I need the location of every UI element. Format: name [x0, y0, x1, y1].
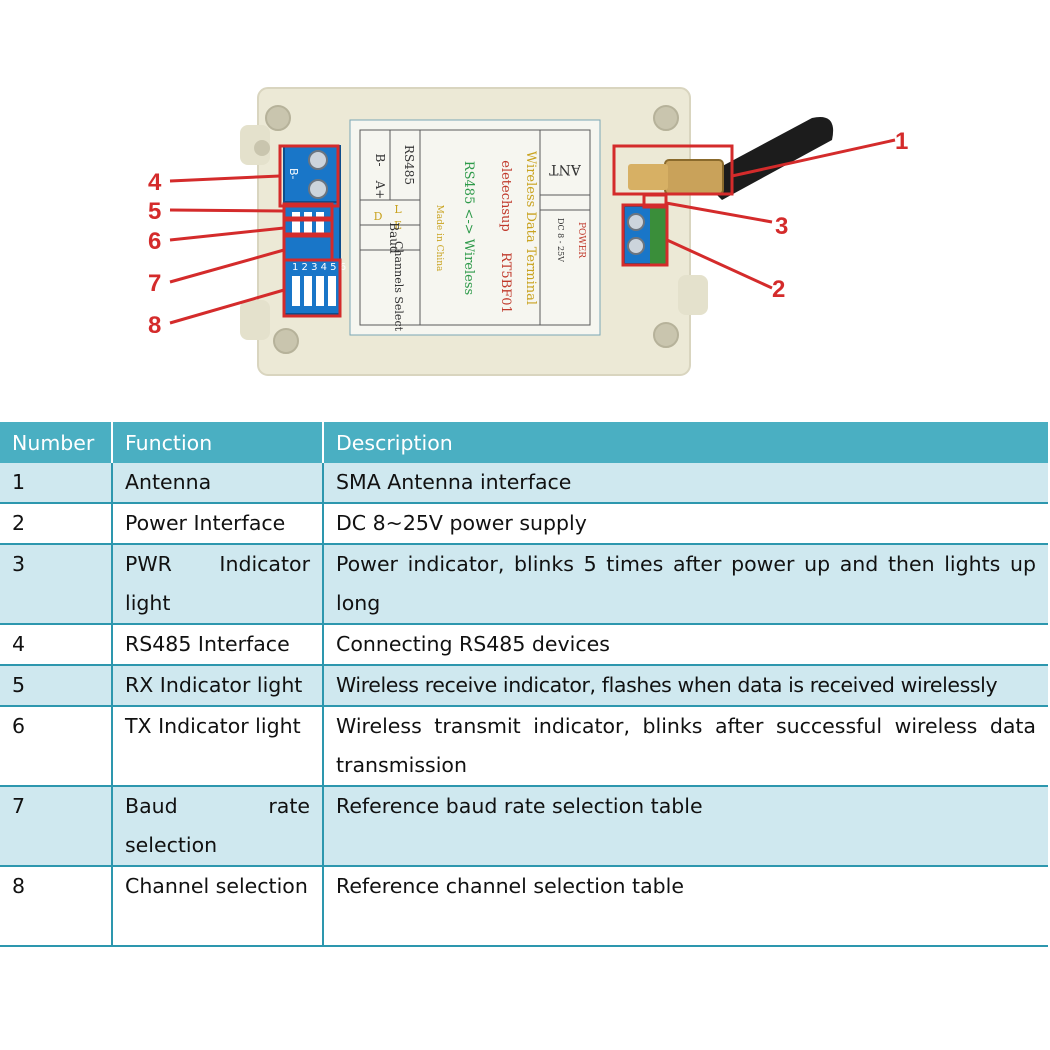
row-function: Antenna [111, 463, 323, 504]
svg-text:B-: B- [287, 168, 300, 180]
rs485-terminal-block: B- [283, 145, 341, 203]
made-in-label: Made in China [434, 205, 444, 272]
table-row: 8 Channel selection Reference channel se… [0, 866, 1048, 947]
row-function: Power Interface [111, 503, 323, 545]
baud-label: Baud [387, 222, 401, 254]
table-row: 1 Antenna SMA Antenna interface [0, 463, 1048, 504]
table-row: 2 Power Interface DC 8~25V power supply [0, 503, 1048, 545]
callout-7: 7 [148, 270, 161, 297]
model-label: RT5BF01 [498, 252, 513, 314]
brand-label: eletechsup [498, 160, 513, 231]
callout-3: 3 [775, 213, 788, 240]
row-function: TX Indicator light [111, 706, 323, 787]
wireless-terminal-label: Wireless Data Terminal [523, 151, 538, 305]
row-function: RS485 Interface [111, 624, 323, 666]
function-table: Number Function Description 1 Antenna SM… [0, 422, 1048, 947]
led-d-label: D [374, 210, 383, 223]
row-description: SMA Antenna interface [322, 463, 1048, 504]
dc-label: DC 8 - 25V [556, 218, 565, 262]
row-description: Wireless transmit indicator, blinks afte… [322, 706, 1048, 787]
row-function: RX Indicator light [111, 665, 323, 707]
power-terminal-block [623, 205, 666, 265]
callout-leaders [169, 138, 896, 325]
aplus-label: A+ [373, 180, 387, 200]
row-description: Connecting RS485 devices [322, 624, 1048, 666]
ant-label: ANT [548, 161, 581, 177]
row-number: 1 [0, 463, 112, 504]
row-number: 2 [0, 503, 112, 545]
callout-2: 2 [772, 276, 785, 303]
table-row: 5 RX Indicator light Wireless receive in… [0, 665, 1048, 707]
callout-6: 6 [148, 228, 161, 255]
row-number: 4 [0, 624, 112, 666]
callout-8: 8 [148, 312, 161, 339]
product-figure: B- 1 2 3 4 5 6 ANT RS485 B- A+ L [148, 87, 908, 376]
row-number: 7 [0, 786, 112, 867]
row-description: Wireless receive indicator, flashes when… [322, 665, 1048, 707]
row-number: 3 [0, 544, 112, 625]
row-number: 5 [0, 665, 112, 707]
table-row: 3 PWR Indicator light Power indicator, b… [0, 544, 1048, 625]
callout-1: 1 [895, 128, 908, 155]
table-row: 4 RS485 Interface Connecting RS485 devic… [0, 624, 1048, 666]
callout-4: 4 [148, 169, 162, 196]
row-description: Power indicator, blinks 5 times after po… [322, 544, 1048, 625]
row-description: DC 8~25V power supply [322, 503, 1048, 545]
header-number: Number [0, 422, 112, 463]
row-description: Reference baud rate selection table [322, 786, 1048, 867]
table-row: 7 Baud rate selection Reference baud rat… [0, 786, 1048, 867]
header-function: Function [111, 422, 323, 463]
row-function: Baud rate selection [111, 786, 323, 867]
dip-numbers-label: 1 2 3 4 5 6 [292, 262, 346, 273]
power-label: POWER [576, 222, 586, 258]
bminus-label: B- [373, 153, 387, 166]
channels-select-label: Channels Select [392, 241, 405, 332]
led-l-label: L [394, 203, 402, 216]
rs485-wireless-label: RS485 <-> Wireless [461, 161, 476, 295]
label-panel: ANT RS485 B- A+ L E D Baud Channels Sele… [349, 119, 601, 336]
led-e-label: E [394, 219, 402, 232]
table-header-row: Number Function Description [0, 422, 1048, 463]
row-function: PWR Indicator light [111, 544, 323, 625]
row-description: Reference channel selection table [322, 866, 1048, 947]
header-description: Description [322, 422, 1048, 463]
callout-5: 5 [148, 198, 161, 225]
rs485-label: RS485 [402, 145, 416, 185]
table-row: 6 TX Indicator light Wireless transmit i… [0, 706, 1048, 787]
row-number: 6 [0, 706, 112, 787]
row-function: Channel selection [111, 866, 323, 947]
row-number: 8 [0, 866, 112, 947]
